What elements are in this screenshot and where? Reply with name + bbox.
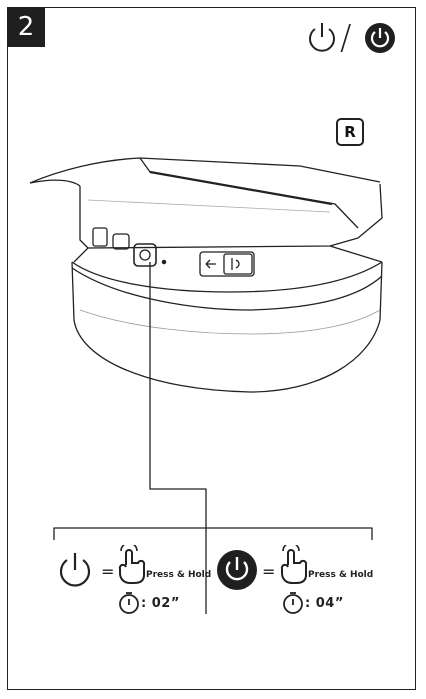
stopwatch-icon	[282, 591, 304, 615]
equals-sign: =	[101, 562, 115, 581]
right-side-badge: R	[336, 118, 364, 146]
power-outline-icon	[306, 20, 338, 56]
page-frame	[7, 7, 416, 690]
power-outline-icon	[56, 550, 94, 590]
press-hand-icon	[276, 545, 310, 585]
press-hand-icon	[114, 545, 148, 585]
equals-sign: =	[262, 562, 276, 581]
step-number-badge: 2	[7, 7, 45, 47]
stopwatch-icon	[118, 591, 140, 615]
duration-label: : 04”	[305, 596, 344, 611]
press-hold-label: Press & Hold	[146, 570, 212, 580]
power-filled-icon	[364, 22, 396, 54]
power-filled-icon	[216, 549, 258, 591]
duration-label: : 02”	[141, 596, 180, 611]
press-hold-label: Press & Hold	[308, 570, 374, 580]
header-separator: /	[340, 18, 352, 58]
